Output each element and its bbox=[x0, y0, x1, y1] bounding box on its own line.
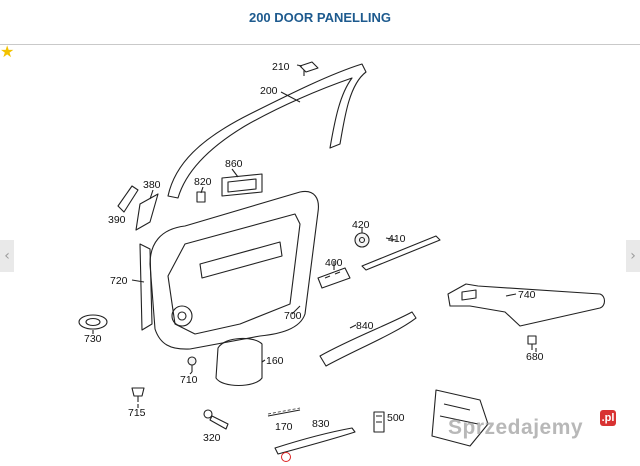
label-420: 420 bbox=[352, 219, 370, 231]
label-820: 820 bbox=[194, 176, 212, 188]
part-500-mechanism[interactable] bbox=[373, 411, 385, 433]
part-200-trim-strip[interactable] bbox=[167, 63, 367, 199]
part-830-trim[interactable] bbox=[274, 427, 356, 455]
label-720: 720 bbox=[110, 275, 128, 287]
chevron-left-icon[interactable]: ‹ bbox=[0, 240, 14, 272]
diagram-frame bbox=[0, 44, 640, 466]
label-730: 730 bbox=[84, 333, 102, 345]
label-680: 680 bbox=[526, 351, 544, 363]
part-380-wedge[interactable] bbox=[135, 193, 159, 231]
label-210: 210 bbox=[272, 61, 290, 73]
label-160: 160 bbox=[266, 355, 284, 367]
part-420-cap[interactable] bbox=[354, 232, 370, 248]
label-380: 380 bbox=[143, 179, 161, 191]
page-title: 200 DOOR PANELLING bbox=[248, 10, 392, 25]
part-400-switch[interactable] bbox=[317, 267, 351, 289]
label-740: 740 bbox=[518, 289, 536, 301]
label-390: 390 bbox=[108, 214, 126, 226]
bracket-assembly[interactable] bbox=[431, 389, 489, 447]
label-400: 400 bbox=[325, 257, 343, 269]
label-410: 410 bbox=[388, 233, 406, 245]
label-840: 840 bbox=[356, 320, 374, 332]
exploded-parts-diagram: 210 200 860 820 380 390 420 410 400 720 … bbox=[78, 61, 606, 455]
part-860-handle[interactable] bbox=[221, 173, 263, 197]
part-320-plug[interactable] bbox=[203, 409, 229, 430]
part-715-fastener[interactable] bbox=[131, 387, 145, 402]
part-840-trim[interactable] bbox=[319, 311, 417, 367]
part-720-door-panel[interactable] bbox=[139, 190, 319, 350]
part-730-grille[interactable] bbox=[78, 314, 108, 330]
watermark-badge: .pl bbox=[600, 410, 616, 426]
part-210-clip[interactable] bbox=[299, 61, 319, 76]
label-320: 320 bbox=[203, 432, 221, 444]
part-820-cap[interactable] bbox=[196, 191, 206, 203]
label-170: 170 bbox=[275, 421, 293, 433]
part-390-clip[interactable] bbox=[117, 185, 139, 213]
part-170-strip[interactable] bbox=[267, 407, 301, 417]
label-500: 500 bbox=[387, 412, 405, 424]
label-715: 715 bbox=[128, 407, 146, 419]
watermark-text: Sprzedajemy bbox=[448, 416, 584, 439]
part-410-trim[interactable] bbox=[361, 235, 441, 271]
part-160-pocket[interactable] bbox=[215, 337, 263, 387]
label-700: 700 bbox=[284, 310, 302, 322]
leader-lines bbox=[92, 64, 537, 408]
label-200: 200 bbox=[260, 85, 278, 97]
star-icon[interactable]: ★ bbox=[0, 42, 15, 61]
label-710: 710 bbox=[180, 374, 198, 386]
chevron-right-icon[interactable]: › bbox=[626, 240, 640, 272]
part-740-armrest[interactable] bbox=[447, 283, 606, 327]
part-710-clip[interactable] bbox=[187, 356, 197, 372]
label-830: 830 bbox=[312, 418, 330, 430]
part-680-screw[interactable] bbox=[527, 335, 537, 350]
pager-dot-icon[interactable] bbox=[281, 452, 291, 462]
label-860: 860 bbox=[225, 158, 243, 170]
